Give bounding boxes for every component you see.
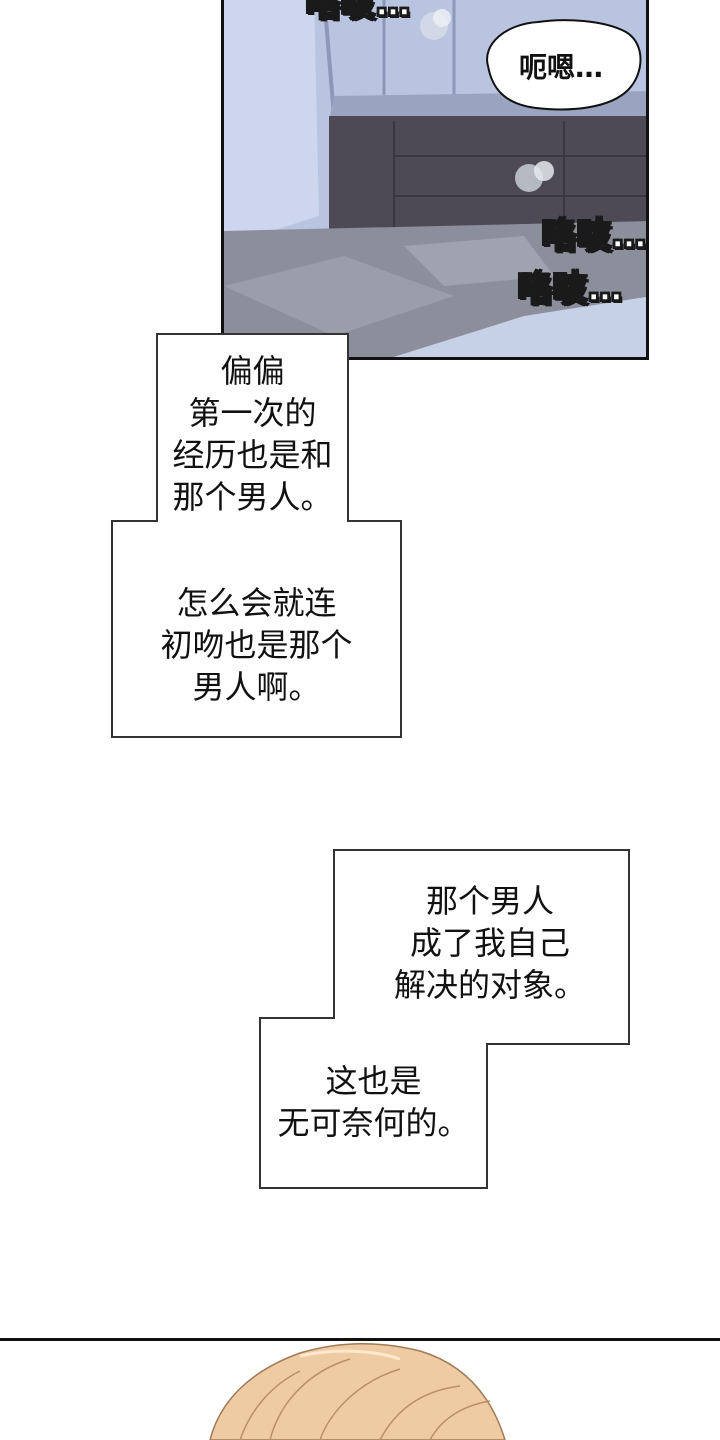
character-hair-art xyxy=(209,1343,506,1440)
narration-line: 这也是 xyxy=(325,1062,422,1100)
narration-line: 经历也是和 xyxy=(172,436,333,474)
narration-box-2-outline xyxy=(259,849,630,1189)
narration-box-1: 偏偏 第一次的 经历也是和 那个男人。 xyxy=(157,350,348,518)
narration-line: 那个男人。 xyxy=(172,478,333,516)
creak-sound-effect-middle: 咯吱… xyxy=(541,215,647,257)
narration-line: 男人啊。 xyxy=(192,668,321,706)
narration-line: 第一次的 xyxy=(188,394,317,432)
speech-text: 呃嗯… xyxy=(518,51,603,84)
narration-box-3: 那个男人 成了我自己 解决的对象。 xyxy=(380,880,600,1006)
narration-line: 无可奈何的。 xyxy=(277,1104,470,1142)
panel-divider xyxy=(0,1338,720,1341)
creak-sound-effect-low: 咯吱… xyxy=(517,268,623,310)
character-hair-panel xyxy=(0,1341,720,1440)
narration-box-2: 怎么会就连 初吻也是那个 男人啊。 xyxy=(112,582,401,708)
speech-bubble-shape xyxy=(486,19,642,111)
narration-box-1-outline xyxy=(111,333,402,738)
narration-line: 怎么会就连 xyxy=(176,584,337,622)
narration-line: 解决的对象。 xyxy=(393,966,586,1004)
narration-line: 偏偏 xyxy=(220,352,285,390)
speech-bubble: 呃嗯… xyxy=(476,14,646,116)
narration-line: 成了我自己 xyxy=(409,924,570,962)
narration-line: 那个男人 xyxy=(425,882,554,920)
narration-line: 初吻也是那个 xyxy=(160,626,353,664)
narration-box-4: 这也是 无可奈何的。 xyxy=(260,1060,487,1144)
creak-sound-effect-top: 咯吱… xyxy=(305,0,411,25)
room-background-art xyxy=(224,0,646,357)
